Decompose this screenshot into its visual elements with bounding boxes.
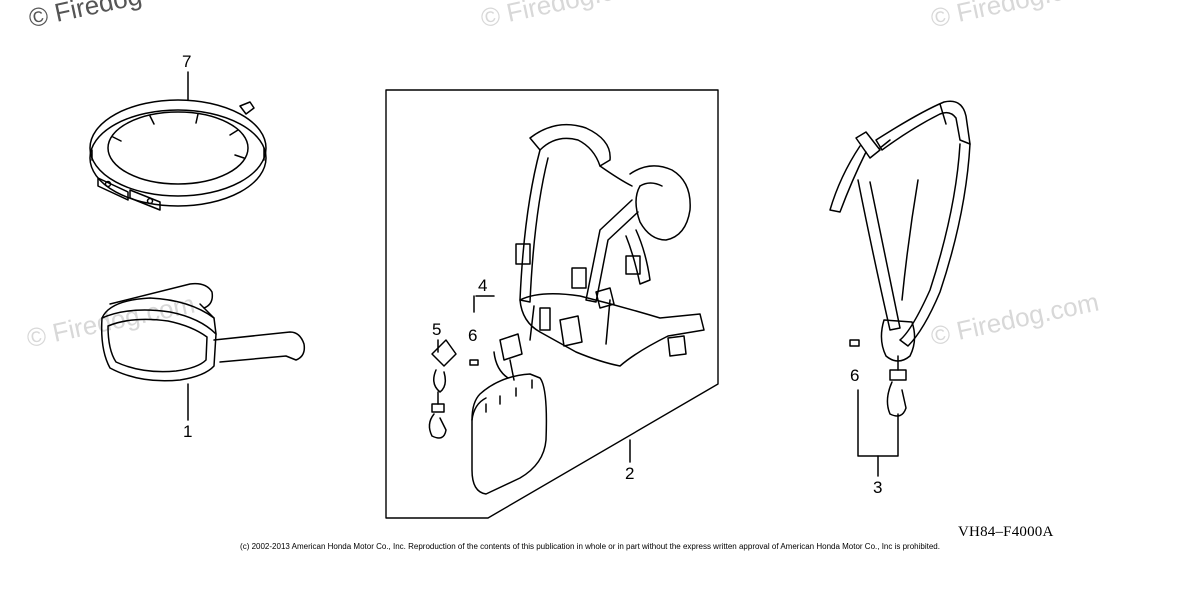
- diagram-code: VH84–F4000A: [958, 524, 1054, 540]
- hip-pad-part: [471, 333, 548, 495]
- callout-6-right: 6: [850, 366, 860, 385]
- callout-5: 5: [432, 320, 442, 339]
- shoulder-strap-part: [829, 100, 971, 417]
- small-clip-part-right: [849, 339, 860, 347]
- safety-glasses-part: [100, 282, 306, 382]
- callout-7: 7: [182, 52, 192, 71]
- callout-6-left: 6: [468, 326, 478, 345]
- callout-1: 1: [183, 422, 193, 441]
- copyright-notice: (c) 2002-2013 American Honda Motor Co., …: [240, 542, 940, 551]
- callout-2: 2: [625, 464, 635, 483]
- shoulder-harness-part: [515, 123, 705, 367]
- small-clip-part: [469, 359, 479, 366]
- callout-3: 3: [873, 478, 883, 497]
- leader-line-3: [857, 389, 899, 457]
- carabiner-hook-part: [428, 339, 457, 439]
- clamp-ring-part: [89, 99, 267, 211]
- callout-4: 4: [478, 276, 488, 295]
- harness-kit-box: [385, 89, 719, 519]
